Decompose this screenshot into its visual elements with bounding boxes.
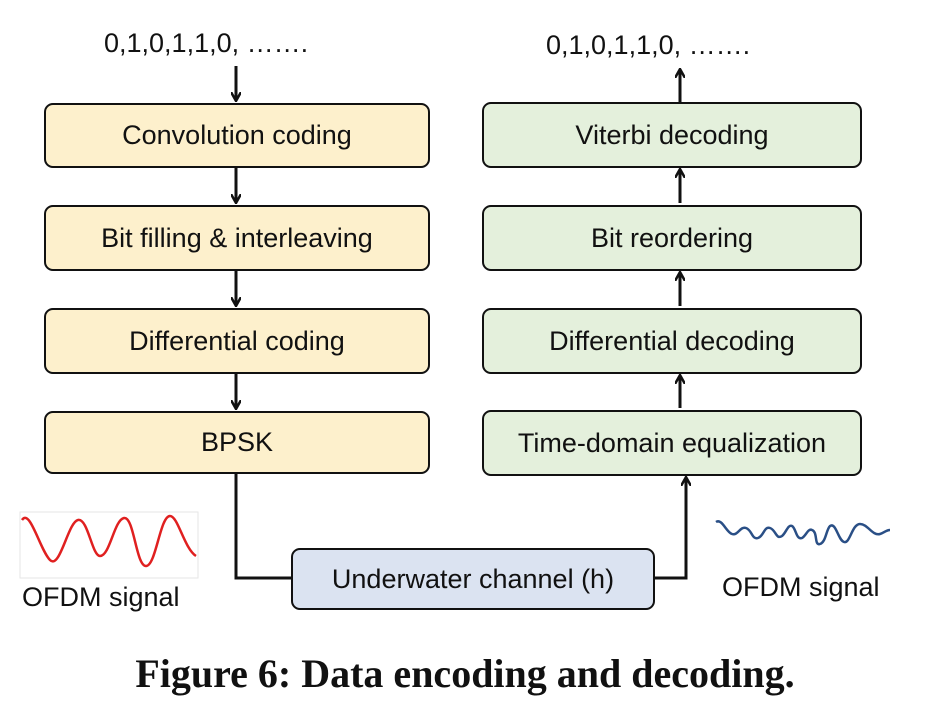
rx-signal-label: OFDM signal: [722, 572, 880, 602]
time-domain-equalization-box: Time-domain equalization: [482, 410, 862, 476]
figure-caption: Figure 6: Data encoding and decoding.: [135, 651, 795, 696]
rx-waveform: [715, 520, 891, 546]
underwater-channel-box: Underwater channel (h): [291, 548, 655, 610]
differential-coding-box: Differential coding: [44, 308, 430, 374]
input-bit-sequence: 0,1,0,1,1,0, …….: [104, 28, 309, 58]
bit-filling-interleaving-box: Bit filling & interleaving: [44, 205, 430, 271]
bpsk-box: BPSK: [44, 411, 430, 474]
output-bit-sequence: 0,1,0,1,1,0, …….: [546, 30, 751, 60]
tx-signal-label: OFDM signal: [22, 582, 180, 612]
convolution-coding-box: Convolution coding: [44, 103, 430, 168]
wire-bpsk-to-channel: [234, 474, 292, 580]
arrow-channel-to-equalization: [654, 478, 686, 580]
viterbi-decoding-box: Viterbi decoding: [482, 102, 862, 168]
bit-reordering-box: Bit reordering: [482, 205, 862, 271]
differential-decoding-box: Differential decoding: [482, 308, 862, 374]
tx-waveform: [20, 514, 197, 568]
